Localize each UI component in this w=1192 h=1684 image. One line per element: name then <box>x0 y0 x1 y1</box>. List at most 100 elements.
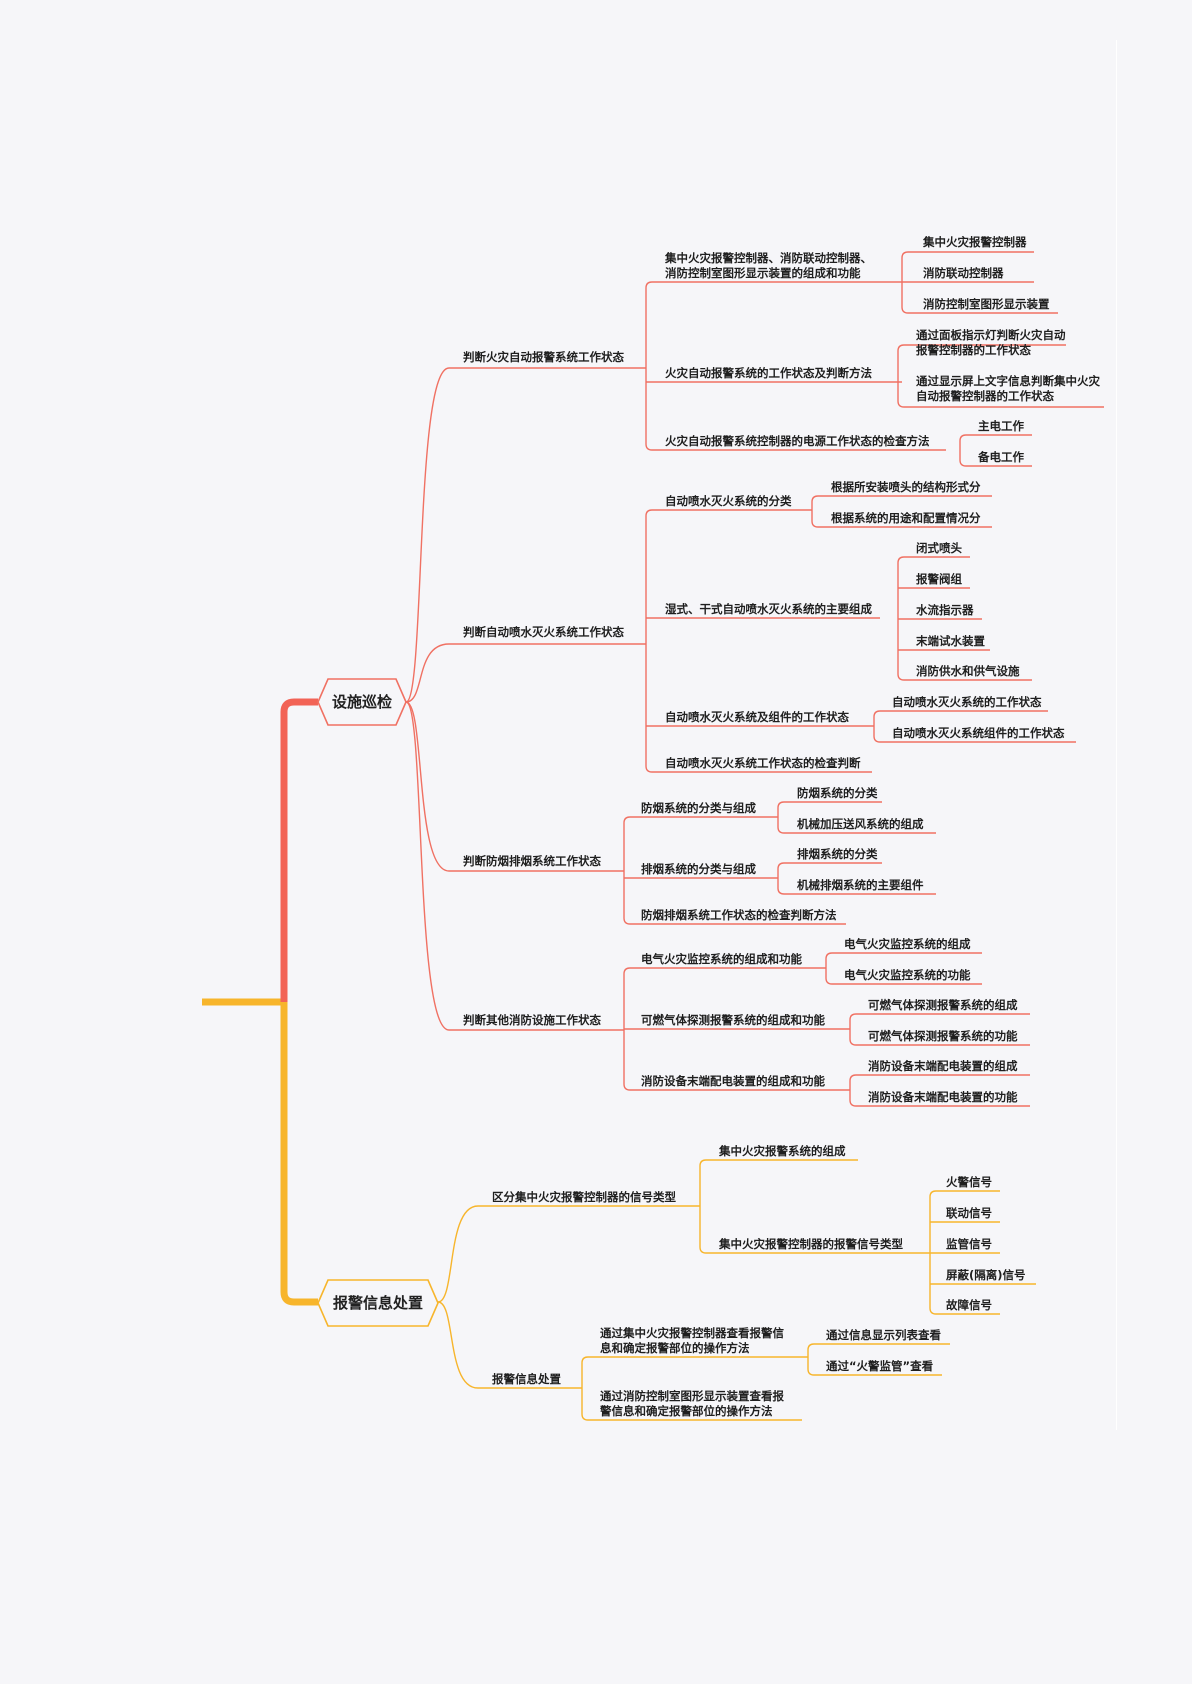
node-controller-composition[interactable]: 集中火灾报警控制器、消防联动控制器、消防控制室图形显示装置的组成和功能 <box>665 251 872 280</box>
leaf-sprinkler-system-state[interactable]: 自动喷水灭火系统的工作状态 <box>892 695 1042 709</box>
root-frame-inspection <box>317 678 407 726</box>
bracket-r1b1-0 <box>581 1356 808 1364</box>
leaf-linkage-controller[interactable]: 消防联动控制器 <box>923 266 1004 280</box>
link-root0-branch-d <box>405 701 450 1031</box>
bracket-r1b1c0-1 <box>807 1368 942 1376</box>
bracket-b1c0-0 <box>811 495 992 503</box>
leaf-gas-detection-function[interactable]: 可燃气体探测报警系统的功能 <box>868 1029 1018 1043</box>
bracket-b0c1-1 <box>897 400 1104 408</box>
branch-smoke-control-system[interactable]: 判断防烟排烟系统工作状态 <box>463 854 601 868</box>
link-root1-branch-b <box>437 1301 479 1389</box>
root-node-alarm-handling[interactable]: 报警信息处置 <box>332 1294 423 1312</box>
bracket-b1-3 <box>645 765 872 773</box>
page-edge-line <box>1116 40 1117 1430</box>
leaf-end-distribution-composition[interactable]: 消防设备末端配电装置的组成 <box>868 1059 1018 1073</box>
node-end-power-distribution[interactable]: 消防设备末端配电装置的组成和功能 <box>641 1074 825 1088</box>
leaf-alarm-valve-group[interactable]: 报警阀组 <box>916 572 962 586</box>
node-electrical-fire-monitoring[interactable]: 电气火灾监控系统的组成和功能 <box>641 952 802 966</box>
leaf-supervisory-signal[interactable]: 监管信号 <box>946 1237 992 1251</box>
leaf-smoke-prevention-class[interactable]: 防烟系统的分类 <box>797 786 878 800</box>
leaf-end-distribution-function[interactable]: 消防设备末端配电装置的功能 <box>868 1090 1018 1104</box>
bracket-b2-0 <box>623 816 778 824</box>
node-power-state-check[interactable]: 火灾自动报警系统控制器的电源工作状态的检查方法 <box>665 434 930 448</box>
leaf-closed-nozzle[interactable]: 闭式喷头 <box>916 541 962 555</box>
leaf-gas-detection-composition[interactable]: 可燃气体探测报警系统的组成 <box>868 998 1018 1012</box>
node-alarm-signal-types[interactable]: 集中火灾报警控制器的报警信号类型 <box>719 1237 903 1251</box>
bracket-b2c0-1 <box>777 826 936 834</box>
leaf-central-alarm-controller[interactable]: 集中火灾报警控制器 <box>923 235 1027 249</box>
bracket-b3c0-0 <box>825 952 982 960</box>
bracket-b2c1-1 <box>777 887 936 895</box>
leaf-screen-text-judgement[interactable]: 通过显示屏上文字信息判断集中火灾自动报警控制器的工作状态 <box>916 374 1100 403</box>
node-wet-dry-composition[interactable]: 湿式、干式自动喷水灭火系统的主要组成 <box>665 602 872 616</box>
bracket-b3c1-0 <box>849 1013 1030 1021</box>
bracket-r1b1-1 <box>581 1413 802 1421</box>
bracket-b1-0 <box>645 509 812 517</box>
link-root0-branch-b <box>405 643 450 703</box>
bracket-b2c1-0 <box>777 862 882 870</box>
bracket-b2-2 <box>623 917 846 925</box>
leaf-smoke-exhaust-class[interactable]: 排烟系统的分类 <box>797 847 878 861</box>
bracket-b3c2-1 <box>849 1099 1030 1107</box>
node-sprinkler-classification[interactable]: 自动喷水灭火系统的分类 <box>665 494 792 508</box>
leaf-view-info-list[interactable]: 通过信息显示列表查看 <box>826 1328 941 1342</box>
leaf-end-test-device[interactable]: 末端试水装置 <box>916 634 985 648</box>
link-root0-branch-a <box>405 367 450 703</box>
leaf-fault-signal[interactable]: 故障信号 <box>946 1298 992 1312</box>
node-view-via-graphic-display[interactable]: 通过消防控制室图形显示装置查看报警信息和确定报警部位的操作方法 <box>600 1389 784 1418</box>
leaf-by-nozzle-structure[interactable]: 根据所安装喷头的结构形式分 <box>831 480 981 494</box>
leaf-water-flow-indicator[interactable]: 水流指示器 <box>916 603 974 617</box>
bracket-b0-0 <box>645 281 902 289</box>
node-sprinkler-check[interactable]: 自动喷水灭火系统工作状态的检查判断 <box>665 756 861 770</box>
bracket-r1b1c0-0 <box>807 1343 950 1351</box>
trunk-red <box>280 698 318 1002</box>
bracket-b1c2-0 <box>873 710 1048 718</box>
node-smoke-exhaust-classification[interactable]: 排烟系统的分类与组成 <box>641 862 756 876</box>
bracket-b2c0-0 <box>777 801 882 809</box>
node-view-via-controller[interactable]: 通过集中火灾报警控制器查看报警信息和确定报警部位的操作方法 <box>600 1326 784 1355</box>
leaf-view-fire-supervision[interactable]: 通过“火警监管”查看 <box>826 1359 934 1373</box>
branch-alarm-info-handling[interactable]: 报警信息处置 <box>492 1372 561 1386</box>
bracket-b0c2-1 <box>959 459 1032 467</box>
leaf-linkage-signal[interactable]: 联动信号 <box>946 1206 992 1220</box>
bracket-r1b0-0 <box>699 1159 858 1167</box>
bracket-b0c0-0 <box>901 251 1034 259</box>
branch-other-facilities[interactable]: 判断其他消防设施工作状态 <box>463 1013 601 1027</box>
bracket-b1c0-1 <box>811 520 992 528</box>
node-central-alarm-composition[interactable]: 集中火灾报警系统的组成 <box>719 1144 846 1158</box>
leaf-water-gas-supply[interactable]: 消防供水和供气设施 <box>916 664 1020 678</box>
leaf-graphic-display-device[interactable]: 消防控制室图形显示装置 <box>923 297 1050 311</box>
leaf-isolation-signal[interactable]: 屏蔽(隔离)信号 <box>946 1268 1026 1282</box>
leaf-backup-power[interactable]: 备电工作 <box>978 450 1024 464</box>
leaf-electrical-monitoring-function[interactable]: 电气火灾监控系统的功能 <box>844 968 971 982</box>
node-alarm-working-state[interactable]: 火灾自动报警系统的工作状态及判断方法 <box>665 366 872 380</box>
branch-sprinkler-system[interactable]: 判断自动喷水灭火系统工作状态 <box>463 625 624 639</box>
branch-signal-types[interactable]: 区分集中火灾报警控制器的信号类型 <box>492 1190 676 1204</box>
leaf-sprinkler-component-state[interactable]: 自动喷水灭火系统组件的工作状态 <box>892 726 1065 740</box>
trunk-orange <box>280 1002 318 1306</box>
leaf-fire-signal[interactable]: 火警信号 <box>946 1175 992 1189</box>
bracket-b1c1-0 <box>897 556 970 564</box>
leaf-panel-indicator-judgement[interactable]: 通过面板指示灯判断火灾自动报警控制器的工作状态 <box>916 328 1066 357</box>
leaf-main-power[interactable]: 主电工作 <box>978 419 1024 433</box>
bracket-r1b0c1-4 <box>929 1307 1000 1315</box>
node-smoke-prevention-classification[interactable]: 防烟系统的分类与组成 <box>641 801 756 815</box>
leaf-electrical-monitoring-composition[interactable]: 电气火灾监控系统的组成 <box>844 937 971 951</box>
leaf-pressurization-composition[interactable]: 机械加压送风系统的组成 <box>797 817 924 831</box>
link-root1-branch-a <box>437 1205 479 1303</box>
node-smoke-system-check[interactable]: 防烟排烟系统工作状态的检查判断方法 <box>641 908 837 922</box>
bracket-b3c1-1 <box>849 1038 1030 1046</box>
root-frame-alarm <box>317 1279 439 1327</box>
bracket-b3-0 <box>623 967 826 975</box>
leaf-mechanical-exhaust-components[interactable]: 机械排烟系统的主要组件 <box>797 878 924 892</box>
branch-fire-alarm-system[interactable]: 判断火灾自动报警系统工作状态 <box>463 350 624 364</box>
bracket-b3c2-0 <box>849 1074 1030 1082</box>
bracket-b1c2-1 <box>873 735 1076 743</box>
node-sprinkler-component-state[interactable]: 自动喷水灭火系统及组件的工作状态 <box>665 710 849 724</box>
node-gas-detection[interactable]: 可燃气体探测报警系统的组成和功能 <box>641 1013 825 1027</box>
root-node-inspection[interactable]: 设施巡检 <box>331 693 392 711</box>
bracket-b0-2 <box>645 443 946 451</box>
leaf-by-system-usage[interactable]: 根据系统的用途和配置情况分 <box>831 511 981 525</box>
